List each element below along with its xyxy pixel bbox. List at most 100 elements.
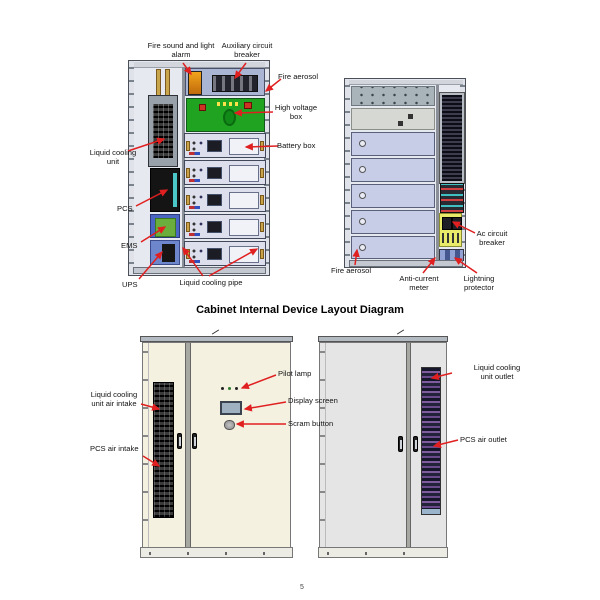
hv-relay	[199, 104, 206, 111]
battery-led-strip	[189, 206, 200, 209]
battery-handle	[186, 141, 190, 151]
label-pcs: PCS	[117, 204, 133, 213]
cabinet-top-rail	[349, 80, 463, 85]
label-liquid-cooling-pipe: Liquid cooling pipe	[179, 278, 243, 287]
ups-module	[162, 244, 175, 262]
battery-handle	[186, 249, 190, 259]
scram-button[interactable]	[224, 420, 235, 430]
fire-alarm-device	[188, 71, 202, 95]
battery-box-1	[184, 133, 266, 158]
battery-handle	[186, 168, 190, 178]
page-title: Cabinet Internal Device Layout Diagram	[196, 304, 404, 316]
left-door-handle[interactable]	[398, 436, 403, 452]
air-outlet-grille	[421, 367, 441, 515]
battery-handle	[260, 195, 264, 205]
label-scram-button: Scram button	[288, 419, 334, 428]
door-top-rail	[140, 336, 293, 342]
label-pcs-air-outlet: PCS air outlet	[460, 435, 507, 444]
label-display-screen: Display screen	[288, 396, 338, 405]
cabinet-right-rail	[264, 61, 269, 275]
cabinet-top-rail	[134, 62, 265, 68]
battery-box-4	[184, 214, 266, 239]
back-door-cabinet	[318, 327, 448, 559]
hv-contactor	[223, 109, 236, 126]
battery-led-strip	[189, 233, 200, 236]
back-doors	[319, 342, 447, 548]
cabinet-divider	[436, 85, 439, 261]
hv-terminals	[217, 102, 241, 106]
label-fire-aerosol-back: Fire aerosol	[331, 266, 372, 275]
back-panel-component	[398, 121, 403, 126]
battery-led-strip	[189, 179, 200, 182]
battery-back-4	[351, 210, 435, 234]
ac-breaker-panel	[439, 213, 462, 247]
label-ac-circuit-breaker: Ac circuit breaker	[476, 229, 508, 248]
pilot-lamp-3	[235, 387, 238, 390]
door-top-rail	[318, 336, 448, 342]
ac-circuit-breaker-device	[442, 217, 452, 230]
label-battery-box: Battery box	[277, 141, 316, 150]
label-lcu-air-intake: Liquid cooling unit air intake	[90, 390, 138, 409]
ups-unit	[150, 240, 180, 265]
page-number: 5	[300, 584, 304, 591]
label-anti-current-meter: Anti-current meter	[399, 274, 439, 293]
liquid-cooling-unit	[148, 95, 178, 167]
cooling-pipe-right	[165, 69, 170, 96]
hv-relay	[244, 102, 252, 109]
cabinet-divider	[182, 67, 185, 267]
hinge-edge	[143, 343, 149, 547]
battery-handle	[186, 222, 190, 232]
cooling-pipe-left	[156, 69, 161, 96]
cabinet-base	[318, 547, 448, 558]
pcs-teal-strip	[173, 173, 177, 207]
right-door-handle[interactable]	[192, 433, 197, 449]
left-door-handle[interactable]	[177, 433, 182, 449]
right-door-handle[interactable]	[413, 436, 418, 452]
label-lcu-outlet: Liquid cooling unit outlet	[473, 363, 521, 382]
vent-panel	[351, 86, 435, 106]
label-ems: EMS	[121, 241, 138, 250]
battery-handle	[260, 141, 264, 151]
battery-handle	[260, 222, 264, 232]
pilot-lamp-2	[228, 387, 231, 390]
battery-back-5	[351, 236, 435, 259]
battery-handle	[186, 195, 190, 205]
display-screen[interactable]	[220, 401, 242, 415]
label-ups: UPS	[122, 280, 138, 289]
battery-back-3	[351, 184, 435, 208]
heat-sink-radiator	[440, 93, 464, 183]
ems-unit	[150, 214, 180, 238]
cooling-grille	[153, 104, 173, 158]
meter-wiring-area	[440, 183, 464, 213]
lift-mark	[211, 329, 220, 335]
battery-led-strip	[189, 152, 200, 155]
hinge-edge	[320, 343, 326, 547]
cabinet-left-rail	[345, 79, 350, 267]
label-high-voltage-box: High voltage box	[274, 103, 318, 122]
pilot-lamp-1	[221, 387, 224, 390]
front-door-cabinet	[140, 327, 293, 559]
door-divider	[185, 343, 191, 547]
label-fire-aerosol-front: Fire aerosol	[278, 72, 319, 81]
lift-mark	[396, 329, 405, 335]
front-internal-cabinet	[128, 60, 270, 276]
top-breaker-strip	[185, 68, 265, 96]
back-internal-cabinet	[344, 78, 466, 268]
ems-board	[155, 218, 176, 237]
battery-back-1	[351, 132, 435, 156]
battery-box-5	[184, 241, 266, 266]
front-doors	[142, 342, 291, 548]
cabinet-left-rail	[129, 61, 134, 275]
cabinet-bottom-rail	[133, 267, 266, 274]
label-auxiliary-circuit-breaker: Auxiliary circuit breaker	[221, 41, 273, 60]
battery-led-strip	[189, 260, 200, 263]
door-divider	[406, 343, 411, 547]
label-liquid-cooling-unit: Liquid cooling unit	[89, 148, 137, 167]
battery-handle	[260, 168, 264, 178]
back-panel-component	[408, 114, 413, 119]
battery-back-2	[351, 158, 435, 182]
control-back-panel	[351, 108, 435, 130]
high-voltage-box	[186, 98, 265, 132]
